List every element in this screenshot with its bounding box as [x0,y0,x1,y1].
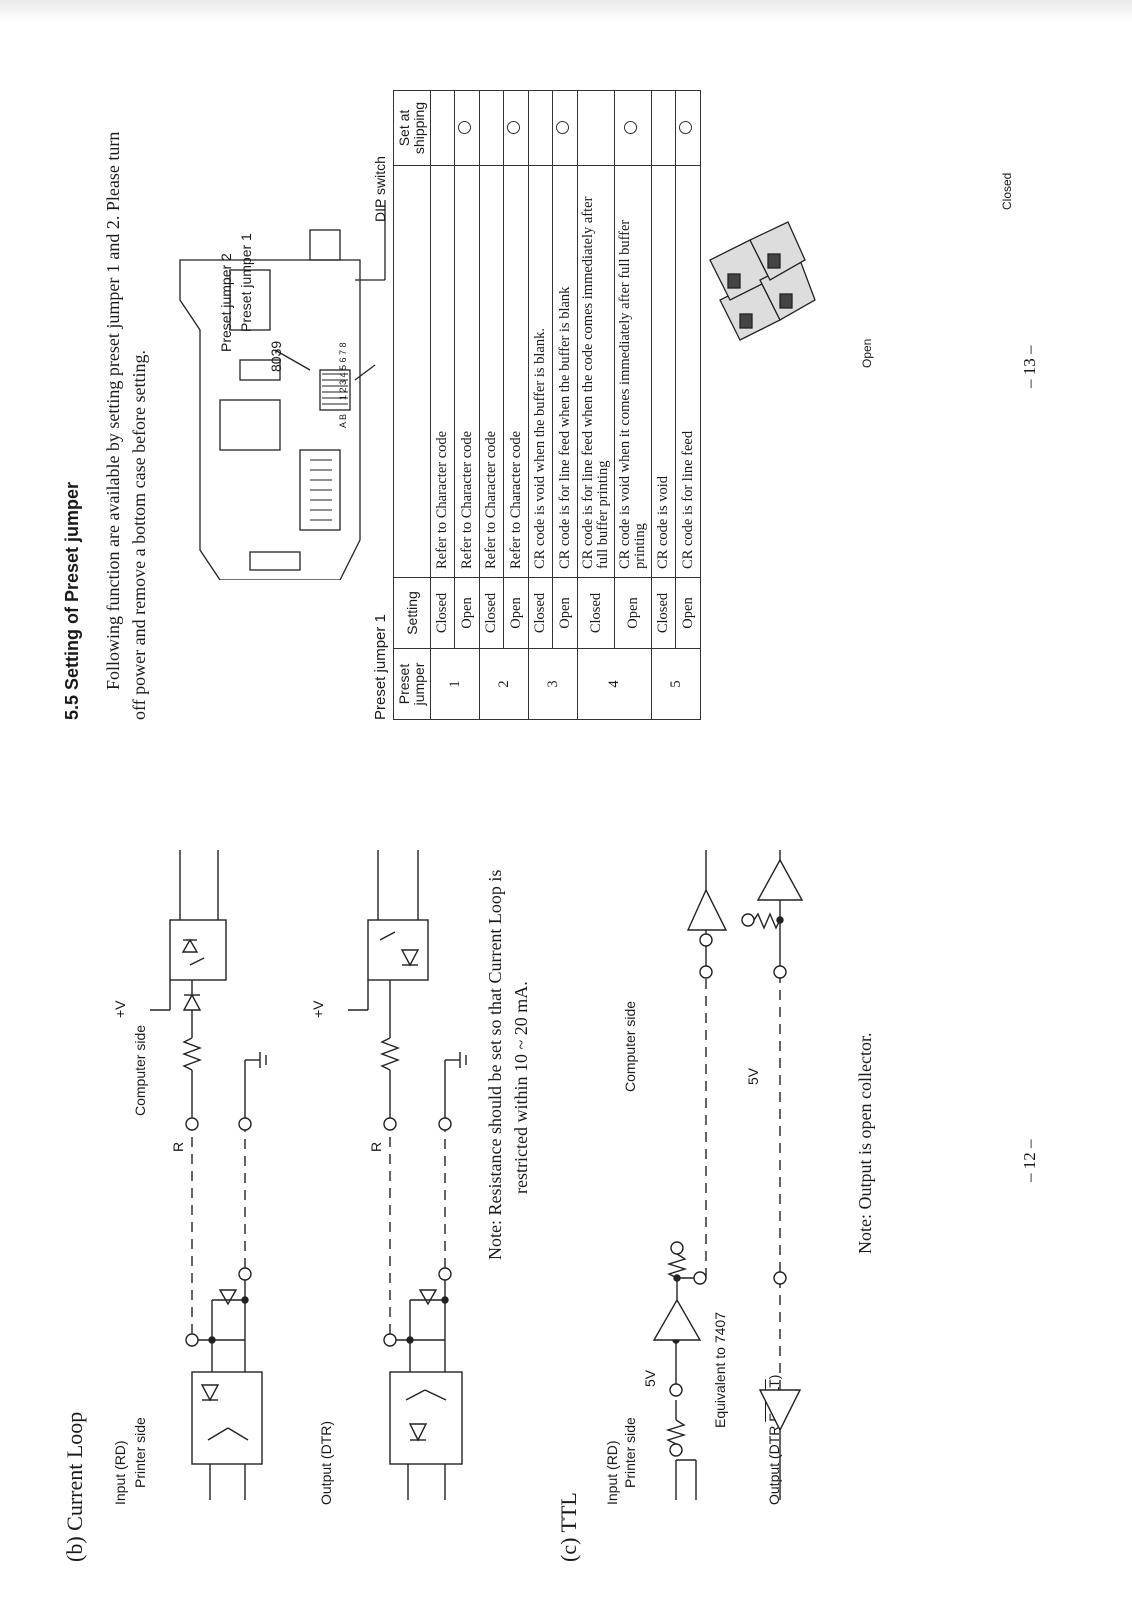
shipping-circle-icon [458,121,471,135]
cell-setting: Closed [430,577,455,649]
note-ttl: Note: Output is open collector. [855,1032,875,1254]
cell-setting: Open [614,577,652,649]
plus-v-label-input: +V [112,1000,128,1018]
cell-set-at-shipping [454,90,480,166]
header-preset-jumper: Preset jumper [393,648,431,720]
cell-preset-jumper: 2 [479,648,529,720]
cell-set-at-shipping [528,90,553,166]
ttl-schematic [652,850,804,1500]
header-set-at-shipping: Set at shipping [393,90,431,166]
cell-description: CR code is void [651,165,676,578]
header-setting: Setting [393,577,431,649]
pcb-board-illustration [179,200,386,580]
cell-description: Refer to Character code [503,165,529,578]
cell-setting: Closed [577,577,615,649]
cell-set-at-shipping [552,90,578,166]
cell-description: CR code is void when it comes immediatel… [614,165,652,578]
intro-line1: Following function are available by sett… [103,131,123,690]
cell-description: Refer to Character code [454,165,480,578]
printer-side-label: Printer side [132,1417,148,1488]
cell-set-at-shipping [614,90,652,166]
preset-jumper-1-label: Preset jumper 1 [238,233,254,332]
jumper-connector-illustration [709,221,816,341]
header-description [393,165,431,578]
page-number-13: – 13 – [1020,345,1039,389]
cell-description: CR code is for line feed when the buffer… [552,165,578,578]
cell-set-at-shipping [503,90,529,166]
note-current-loop-line2: restricted within 10 ~ 20 mA. [511,981,531,1194]
cell-setting: Open [503,577,529,649]
cell-preset-jumper: 3 [528,648,578,720]
cell-preset-jumper: 5 [651,648,701,720]
cell-description: CR code is void when the buffer is blank… [528,165,553,578]
preset-jumper-2-label: Preset jumper 2 [218,253,234,352]
page-edge-shadow [0,0,1132,22]
cell-set-at-shipping [675,90,701,166]
cell-setting: Closed [651,577,676,649]
shipping-circle-icon [507,121,520,135]
shipping-circle-icon [679,121,692,135]
shipping-circle-icon [624,121,637,135]
computer-side-label: Computer side [132,1024,148,1116]
table-header-row: Preset jumper Setting Set at shipping [393,90,431,720]
cell-setting: Open [454,577,480,649]
cell-set-at-shipping [651,90,676,166]
cell-set-at-shipping [479,90,504,166]
cell-description: Refer to Character code [430,165,455,578]
cell-setting: Closed [479,577,504,649]
cell-preset-jumper: 4 [577,648,652,720]
ttl-input-rd-label: Input (RD) [604,1440,620,1505]
connector-open-label: Open [860,338,874,368]
ttl-printer-side-label: Printer side [622,1417,638,1488]
cell-preset-jumper: 1 [430,648,480,720]
current-loop-schematic [150,850,467,1500]
page-number-12: – 12 – [1020,1139,1039,1183]
ttl-computer-side-label: Computer side [622,1000,638,1092]
section-b-title: (b) Current Loop [62,1411,87,1562]
cell-setting: Closed [528,577,553,649]
input-rd-label: Input (RD) [112,1440,128,1505]
dip-switch-label: DIP switch [372,156,388,222]
cell-set-at-shipping [430,90,455,166]
connector-closed-label: Closed [1000,172,1014,210]
cell-setting: Open [552,577,578,649]
ab-label: A B [338,413,348,428]
cell-setting: Open [675,577,701,649]
intro-line2: off power and remove a bottom case befor… [129,349,149,720]
cell-description: CR code is for line feed when the code c… [577,165,615,578]
cell-description: CR code is for line feed [675,165,701,578]
table-title: Preset jumper 1 [372,614,389,720]
dip-pin-numbers: 1 2 3 4 5 6 7 8 [338,342,348,400]
note-current-loop-line1: Note: Resistance should be set so that C… [485,869,505,1260]
shipping-circle-icon [556,121,569,135]
cell-set-at-shipping [577,90,615,166]
section-c-title: (c) TTL [556,1492,581,1562]
section-5-5-heading: 5.5 Setting of Preset jumper [62,481,82,720]
cell-description: Refer to Character code [479,165,504,578]
chip-8039-label: 8039 [268,340,284,372]
